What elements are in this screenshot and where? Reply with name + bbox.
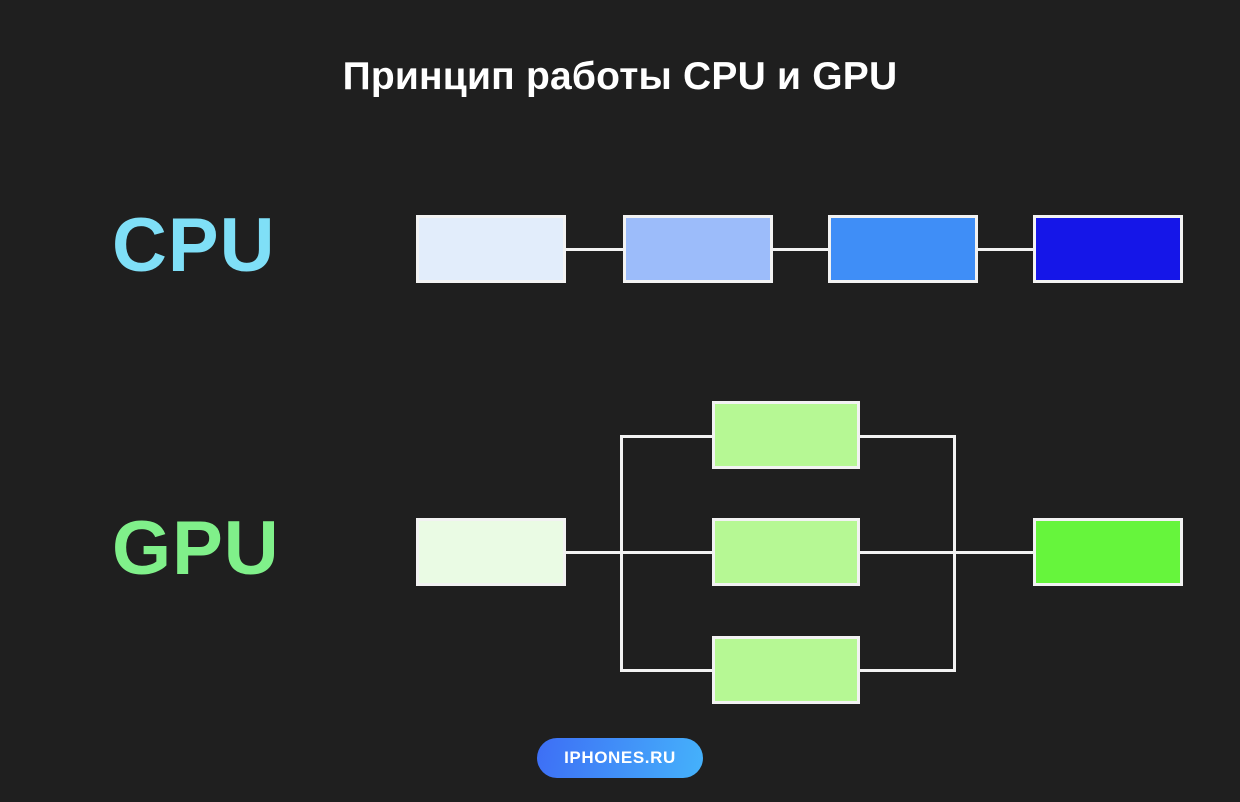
iphones-ru-badge[interactable]: IPHONES.RU [537, 738, 703, 778]
cpu-wire-2-3 [773, 248, 828, 251]
cpu-row-label: CPU [112, 203, 276, 288]
cpu-stage-1 [416, 215, 566, 283]
page-title: Принцип работы CPU и GPU [342, 55, 898, 98]
cpu-stage-2 [623, 215, 773, 283]
gpu-row-label: GPU [112, 506, 280, 591]
gpu-input [416, 518, 566, 586]
cpu-stage-4 [1033, 215, 1183, 283]
gpu-lane-3 [712, 636, 860, 704]
gpu-wire-bus-lane-2 [620, 551, 715, 554]
gpu-wire-input-bus [566, 551, 623, 554]
cpu-wire-3-4 [978, 248, 1033, 251]
gpu-wire-bus-lane-3 [620, 669, 715, 672]
gpu-wire-lane-1-bus [858, 435, 956, 438]
gpu-wire-bus-lane-1 [620, 435, 715, 438]
gpu-lane-2 [712, 518, 860, 586]
gpu-wire-bus-output [953, 551, 1035, 554]
gpu-wire-lane-2-bus [858, 551, 956, 554]
gpu-lane-1 [712, 401, 860, 469]
gpu-output [1033, 518, 1183, 586]
cpu-stage-3 [828, 215, 978, 283]
cpu-wire-1-2 [566, 248, 623, 251]
gpu-wire-lane-3-bus [858, 669, 956, 672]
